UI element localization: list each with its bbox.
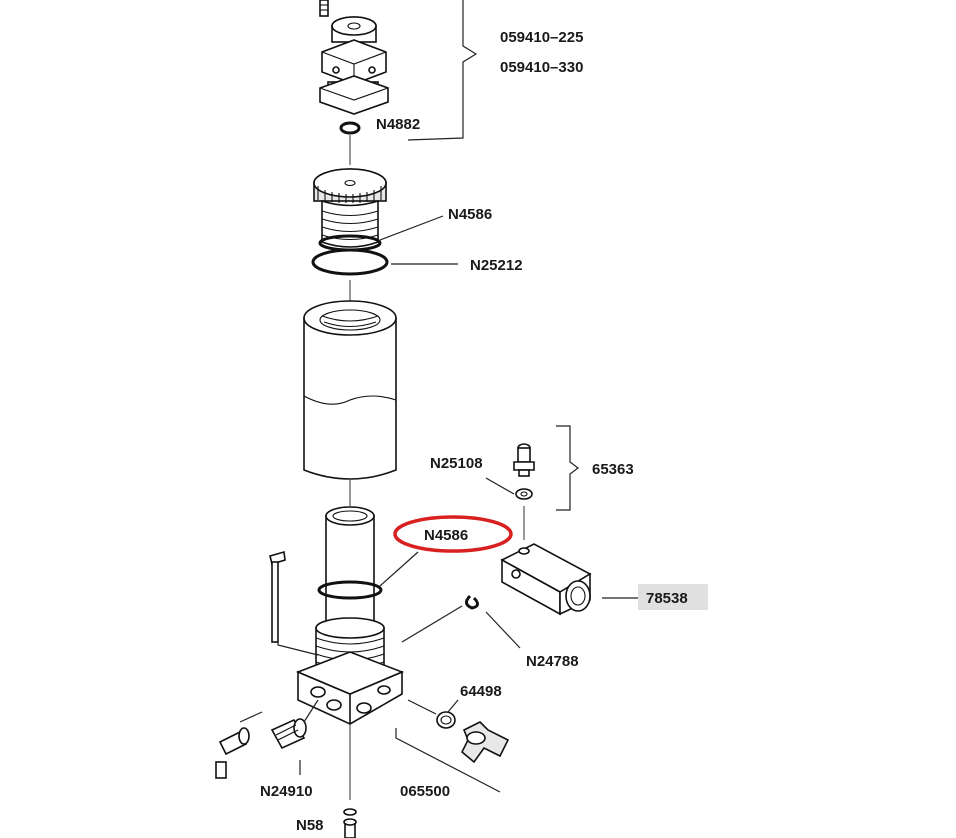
label-kit-b: 059410–330 (500, 59, 583, 76)
label-box-side-block (638, 584, 708, 610)
grease-fitting (513, 443, 535, 477)
label-washer-top: N4882 (376, 116, 420, 133)
label-bottom-screw: N58 (296, 817, 324, 834)
oring-n25212 (311, 248, 389, 276)
label-fitting-left: N24910 (260, 783, 313, 800)
fitting-left-small (215, 727, 250, 779)
base-block (295, 651, 405, 725)
label-oring-highlighted: N4586 (424, 527, 468, 544)
fitting-left-large (270, 718, 307, 750)
small-plug (436, 711, 456, 729)
top-valve-assembly (319, 0, 389, 115)
label-oring-large-top: N25212 (470, 257, 523, 274)
washer-n4882 (339, 121, 361, 135)
side-block (500, 543, 592, 616)
kit-bracket (407, 0, 478, 141)
label-kit-a: 059410–225 (500, 29, 583, 46)
inner-tube (325, 506, 375, 628)
label-grease-washer: N25108 (430, 455, 483, 472)
oring-n4586-highlighted (317, 580, 383, 600)
retaining-ring (465, 594, 479, 610)
label-bottom-assembly: 065500 (400, 783, 450, 800)
label-small-plug: 64498 (460, 683, 502, 700)
cylinder-sleeve (303, 300, 397, 480)
bottom-screw (343, 808, 357, 838)
long-screw (269, 550, 286, 643)
label-grease-group: 65363 (592, 461, 634, 478)
label-retaining-ring: N24788 (526, 653, 579, 670)
grease-washer (515, 488, 533, 500)
label-side-block: 78538 (646, 590, 688, 607)
label-oring-small-top: N4586 (448, 206, 492, 223)
wing-knob (461, 721, 510, 764)
highlight-ellipse (393, 515, 513, 553)
